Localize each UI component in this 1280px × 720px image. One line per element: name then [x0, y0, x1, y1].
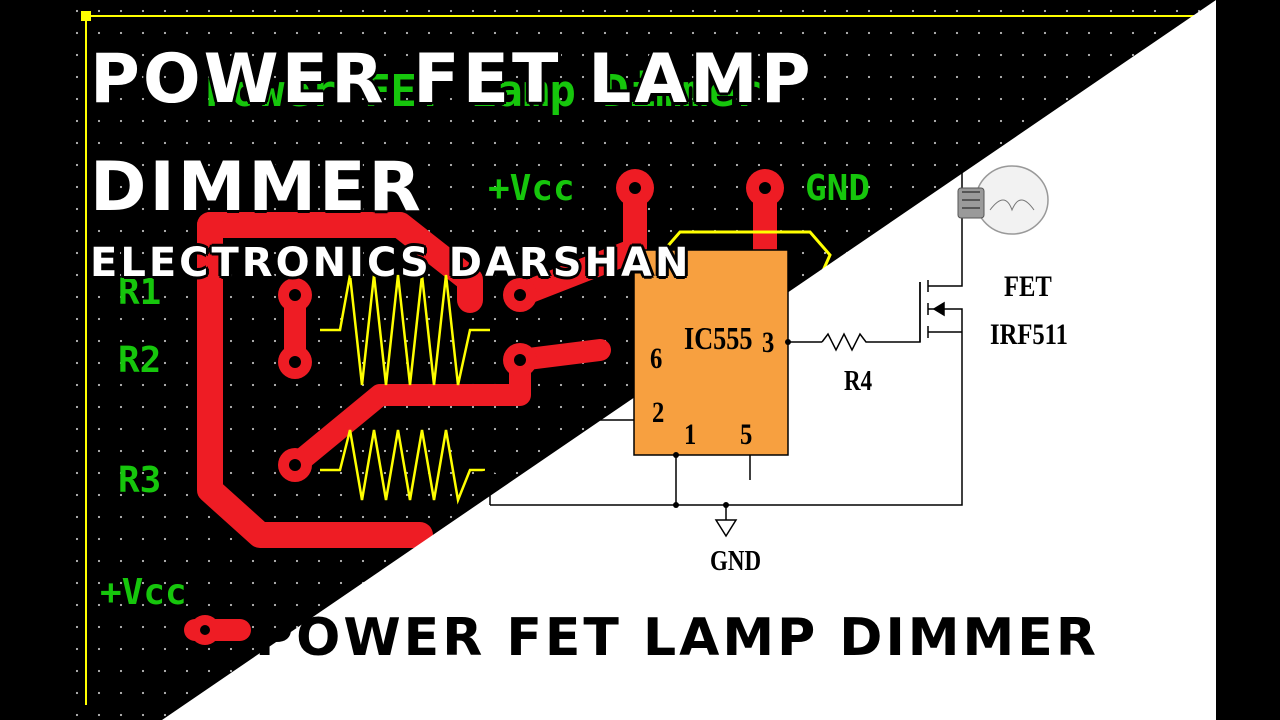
lamp-bulb-icon [957, 165, 1049, 235]
channel-name: ELECTRONICS DARSHAN [90, 240, 692, 286]
pads [190, 169, 784, 645]
pcb-vcc-bottom-label: +Vcc [100, 572, 187, 613]
pcb-board-title: Power FET Lamp Dimmer [205, 66, 762, 117]
right-letterbox [1216, 0, 1280, 720]
r4-label: R4 [844, 366, 873, 397]
fet-part-label: IRF511 [990, 318, 1068, 351]
ic555-label: IC555 [684, 320, 753, 356]
junction-dot [673, 452, 679, 458]
board-outline [85, 15, 1210, 705]
resistor-zigzags [320, 274, 490, 505]
ic555-pin-2: 2 [652, 396, 665, 429]
capacitor-plus-label: + [492, 450, 499, 465]
ic555-pin-6: 6 [650, 342, 663, 375]
ic555-pin-5: 5 [740, 418, 753, 451]
ic555-pin-1: 1 [684, 418, 697, 451]
pcb-gnd-label: GND [805, 168, 871, 209]
left-letterbox [0, 0, 66, 720]
ic555-body [633, 249, 789, 456]
title-line-2: DIMMER [90, 148, 424, 227]
ic555-pin-3: 3 [762, 326, 775, 359]
footer-title: POWER FET LAMP DIMMER [255, 608, 1099, 668]
pcb-r1-label: R1 [118, 272, 162, 313]
resistor-r4-symbol [821, 332, 870, 352]
junction-dot [785, 339, 791, 345]
pcb-r2-label: R2 [118, 340, 162, 381]
title-line-1: POWER FET LAMP [90, 40, 814, 119]
pcb-vcc-label: +Vcc [488, 168, 575, 209]
capacitor-symbol [475, 461, 505, 477]
junction-dot [723, 502, 729, 508]
pcb-r3-label: R3 [118, 460, 162, 501]
origin-marker [81, 11, 91, 21]
fet-label: FET [1004, 270, 1052, 303]
ground-symbol [714, 519, 738, 538]
schematic-gnd-label: GND [710, 546, 762, 577]
mosfet-symbol [919, 280, 963, 342]
junction-dot [673, 502, 679, 508]
